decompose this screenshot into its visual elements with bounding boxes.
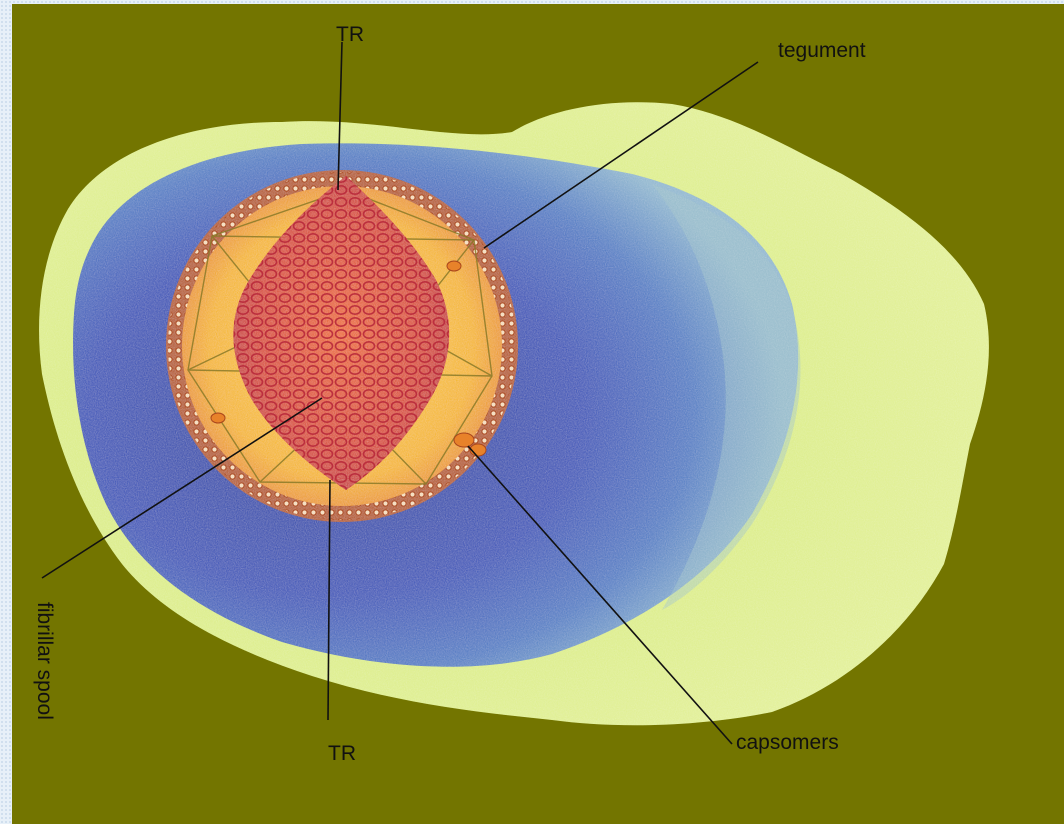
label-fibrillar-spool: fibrillar spool (34, 602, 55, 720)
label-tegument: tegument (778, 40, 866, 61)
label-capsomers: capsomers (736, 732, 839, 753)
label-tr-top: TR (336, 24, 364, 45)
diagram-slide: TR tegument fibrillar spool TR capsomers (12, 4, 1064, 824)
virion-illustration (12, 4, 1064, 824)
label-tr-bottom: TR (328, 743, 356, 764)
